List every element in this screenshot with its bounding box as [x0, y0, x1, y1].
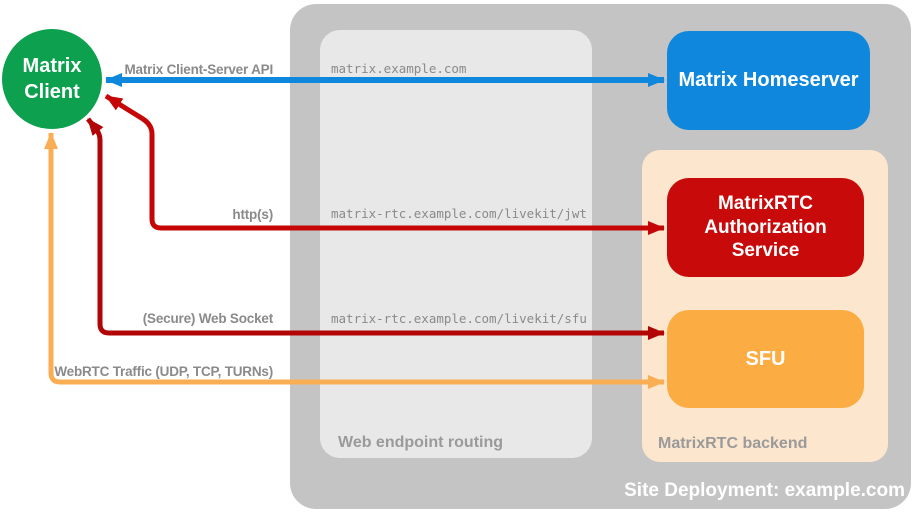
- label-https: http(s): [232, 207, 273, 222]
- label-secure-web-socket: (Secure) Web Socket: [142, 311, 273, 326]
- web-endpoint-routing-panel: [320, 30, 592, 458]
- sfu-node: SFU: [667, 310, 864, 408]
- web-endpoint-routing-caption: Web endpoint routing: [338, 434, 504, 451]
- matrixrtc-authorization-service-node: MatrixRTC Authorization Service: [667, 178, 864, 277]
- sfu-label: SFU: [745, 347, 786, 370]
- label-matrix-client-server-api: Matrix Client-Server API: [124, 62, 274, 77]
- matrix-homeserver-label: Matrix Homeserver: [678, 69, 859, 91]
- route-livekit-jwt: matrix-rtc.example.com/livekit/jwt: [331, 206, 587, 221]
- matrix-client-node: Matrix Client: [2, 29, 102, 129]
- route-livekit-sfu: matrix-rtc.example.com/livekit/sfu: [331, 311, 587, 326]
- matrix-client-label: Matrix Client: [22, 55, 82, 103]
- label-webrtc-traffic: WebRTC Traffic (UDP, TCP, TURNs): [54, 364, 273, 379]
- site-deployment-caption: Site Deployment: example.com: [624, 480, 905, 501]
- route-matrix-example-com: matrix.example.com: [331, 61, 467, 76]
- matrix-homeserver-node: Matrix Homeserver: [667, 31, 870, 130]
- matrixrtc-authorization-service-label: MatrixRTC Authorization Service: [704, 192, 827, 262]
- matrixrtc-backend-caption: MatrixRTC backend: [658, 435, 808, 452]
